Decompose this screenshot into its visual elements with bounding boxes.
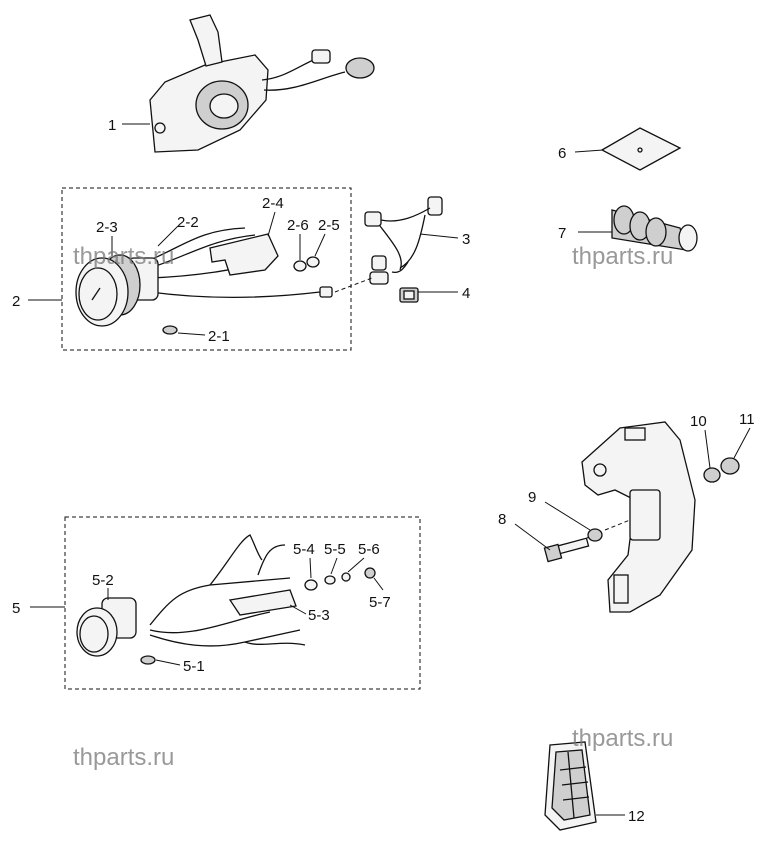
watermark-4: thparts.ru	[572, 725, 673, 752]
callout-5-7: 5-7	[369, 594, 391, 611]
cover-plate	[600, 127, 682, 171]
callout-5-2: 5-2	[92, 572, 114, 589]
callout-6: 6	[558, 145, 566, 162]
callout-5-6: 5-6	[358, 541, 380, 558]
tachometer-kit-frame	[61, 187, 352, 351]
callout-2: 2	[12, 293, 20, 310]
meter-gauge	[76, 534, 376, 665]
callout-5: 5	[12, 600, 20, 617]
watermark-2: thparts.ru	[572, 243, 673, 270]
wiring-harness	[334, 196, 443, 293]
callout-5-1: 5-1	[183, 658, 205, 675]
watermark-1: thparts.ru	[73, 243, 174, 270]
callout-1: 1	[108, 117, 116, 134]
callout-8: 8	[498, 511, 506, 528]
callout-12: 12	[628, 808, 645, 825]
callout-2-2: 2-2	[177, 214, 199, 231]
grommet	[611, 205, 698, 252]
connector-clip	[399, 287, 419, 303]
fasteners	[543, 457, 740, 563]
meter-kit-frame	[64, 516, 421, 690]
callout-9: 9	[528, 489, 536, 506]
callout-2-1: 2-1	[208, 328, 230, 345]
callout-5-5: 5-5	[324, 541, 346, 558]
callout-10: 10	[690, 413, 707, 430]
mounting-bracket	[579, 421, 696, 613]
tachometer	[75, 227, 333, 335]
callout-11: 11	[739, 411, 755, 428]
callout-2-6: 2-6	[287, 217, 309, 234]
remote-control-box	[149, 14, 375, 153]
callout-3: 3	[462, 231, 470, 248]
callout-2-3: 2-3	[96, 219, 118, 236]
callout-2-5: 2-5	[318, 217, 340, 234]
callout-4: 4	[462, 285, 470, 302]
callout-5-3: 5-3	[308, 607, 330, 624]
watermark-3: thparts.ru	[73, 744, 174, 771]
callout-5-4: 5-4	[293, 541, 315, 558]
callout-2-4: 2-4	[262, 195, 284, 212]
callout-7: 7	[558, 225, 566, 242]
gasket-plate	[544, 741, 597, 831]
